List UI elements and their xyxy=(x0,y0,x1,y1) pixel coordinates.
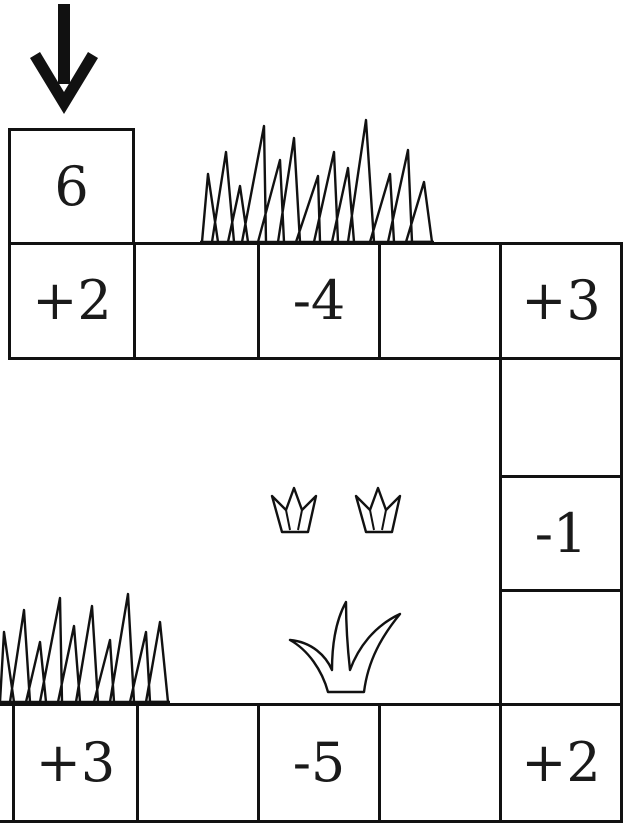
grass-icon xyxy=(198,116,438,244)
down-arrow-icon xyxy=(28,4,100,116)
grass-icon xyxy=(0,592,172,704)
path-cell xyxy=(499,357,623,478)
sprout-icon xyxy=(288,600,404,696)
path-cell: +3 xyxy=(12,703,139,823)
path-cell xyxy=(378,703,502,823)
start-cell: 6 xyxy=(8,128,135,245)
path-cell: -5 xyxy=(257,703,381,823)
path-cell: -4 xyxy=(257,242,381,360)
path-cell: -1 xyxy=(499,475,623,592)
path-cell: +2 xyxy=(8,242,136,360)
path-cell: +2 xyxy=(499,703,623,823)
path-cell xyxy=(499,589,623,706)
path-cell-partial xyxy=(0,703,15,823)
path-cell: +3 xyxy=(499,242,623,360)
sprout-icon xyxy=(268,486,328,534)
path-cell xyxy=(136,703,260,823)
sprout-icon xyxy=(352,486,412,534)
path-cell xyxy=(378,242,502,360)
start-value: 6 xyxy=(54,160,88,214)
path-cell xyxy=(133,242,260,360)
